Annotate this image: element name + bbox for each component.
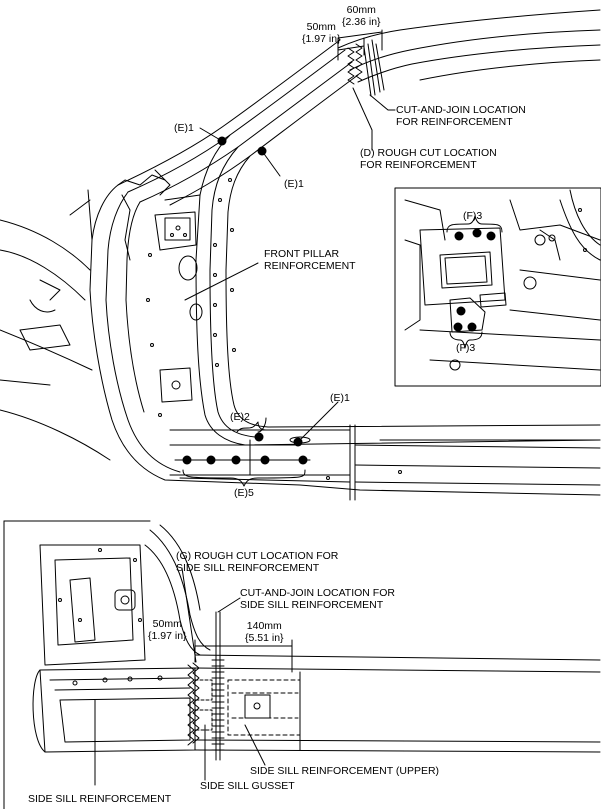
- dim-50mm-value: 50mm: [306, 21, 336, 33]
- sill-cut-join-line2: SIDE SILL REINFORCEMENT: [240, 599, 384, 611]
- front-pillar-illustration: [0, 9, 601, 501]
- dim-50mm-label: 50mm {1.97 in}: [302, 21, 341, 45]
- front-pillar-reinforcement-label: FRONT PILLAR REINFORCEMENT: [264, 248, 356, 272]
- upper-leader-lines: [184, 127, 339, 443]
- sill-reinforcement-upper-label: SIDE SILL REINFORCEMENT (UPPER): [250, 765, 440, 777]
- rough-cut-g-line2: SIDE SILL REINFORCEMENT: [176, 562, 320, 574]
- weld-f3-bot-label: (F)3: [456, 342, 476, 354]
- dim-140mm-value: 140mm: [246, 620, 282, 632]
- weld-e5-label: (E)5: [234, 487, 254, 499]
- rough-cut-g-label: (G) ROUGH CUT LOCATION FOR SIDE SILL REI…: [176, 550, 338, 574]
- dim-60mm-value: 60mm: [346, 4, 376, 16]
- weld-f3-top-label: (F)3: [463, 210, 483, 222]
- dim-sill-50mm-label: 50mm {1.97 in}: [148, 618, 187, 642]
- sill-reinforcement-label: SIDE SILL REINFORCEMENT: [28, 793, 172, 805]
- rough-cut-d-line2: FOR REINFORCEMENT: [360, 159, 477, 171]
- weld-e2-label: (E)2: [230, 411, 250, 423]
- rough-cut-d-line1: (D) ROUGH CUT LOCATION: [360, 147, 497, 159]
- cut-join-line1: CUT-AND-JOIN LOCATION: [396, 104, 526, 116]
- weld-e1-top-label: (E)1: [174, 122, 194, 134]
- cut-join-line2: FOR REINFORCEMENT: [396, 116, 513, 128]
- dim-sill-50mm-value: 50mm: [152, 618, 182, 630]
- dim-sill-50mm-inch: {1.97 in}: [148, 630, 187, 642]
- weld-e1-low-label: (E)1: [330, 392, 350, 404]
- dim-140mm-label: 140mm {5.51 in}: [245, 620, 284, 644]
- weld-e1-mid-label: (E)1: [284, 178, 304, 190]
- sill-cut-join-line1: CUT-AND-JOIN LOCATION FOR: [240, 587, 395, 599]
- dim-50mm-inch: {1.97 in}: [302, 33, 341, 45]
- front-pillar-line2: REINFORCEMENT: [264, 260, 356, 272]
- dim-60mm-inch: {2.36 in}: [342, 16, 381, 28]
- dim-140mm-inch: {5.51 in}: [245, 632, 284, 644]
- side-sill-illustration: [3, 520, 601, 809]
- sill-cut-join-label: CUT-AND-JOIN LOCATION FOR SIDE SILL REIN…: [240, 587, 395, 611]
- rough-cut-d-label: (D) ROUGH CUT LOCATION FOR REINFORCEMENT: [360, 147, 497, 171]
- front-pillar-line1: FRONT PILLAR: [264, 248, 340, 260]
- cut-join-label: CUT-AND-JOIN LOCATION FOR REINFORCEMENT: [396, 104, 526, 128]
- dim-60mm-label: 60mm {2.36 in}: [342, 4, 381, 28]
- rough-cut-g-line1: (G) ROUGH CUT LOCATION FOR: [176, 550, 339, 562]
- sill-gusset-label: SIDE SILL GUSSET: [200, 780, 295, 792]
